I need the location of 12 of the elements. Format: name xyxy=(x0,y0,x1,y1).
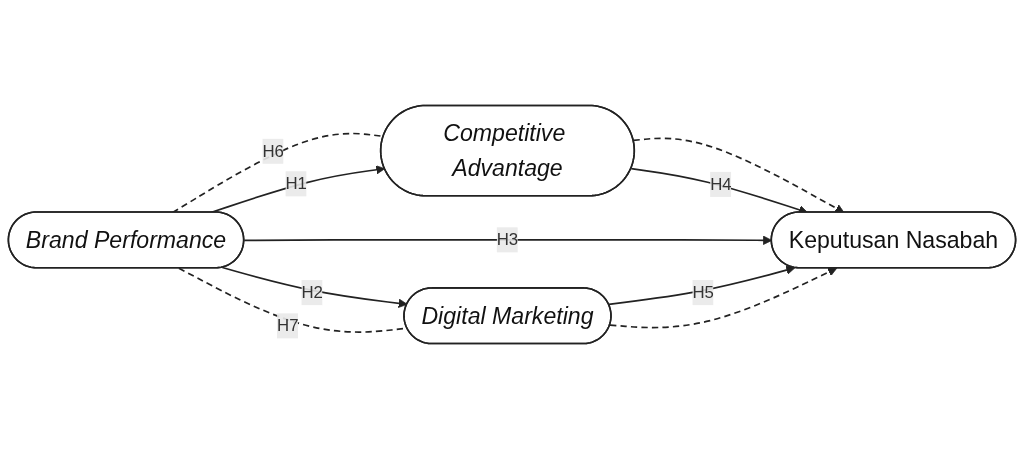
edge-label: H5 xyxy=(692,283,714,301)
edge-label: H1 xyxy=(285,174,307,193)
edge-label: H3 xyxy=(496,230,519,249)
connector xyxy=(171,132,385,214)
edge-label: H4 xyxy=(710,174,732,193)
arrow xyxy=(607,265,796,306)
edge-label: H2 xyxy=(301,283,323,302)
arrow xyxy=(632,137,845,213)
edge-label: H7 xyxy=(277,316,299,335)
arrow xyxy=(609,267,838,329)
edge-label: H6 xyxy=(262,141,284,160)
arrow xyxy=(221,266,408,308)
